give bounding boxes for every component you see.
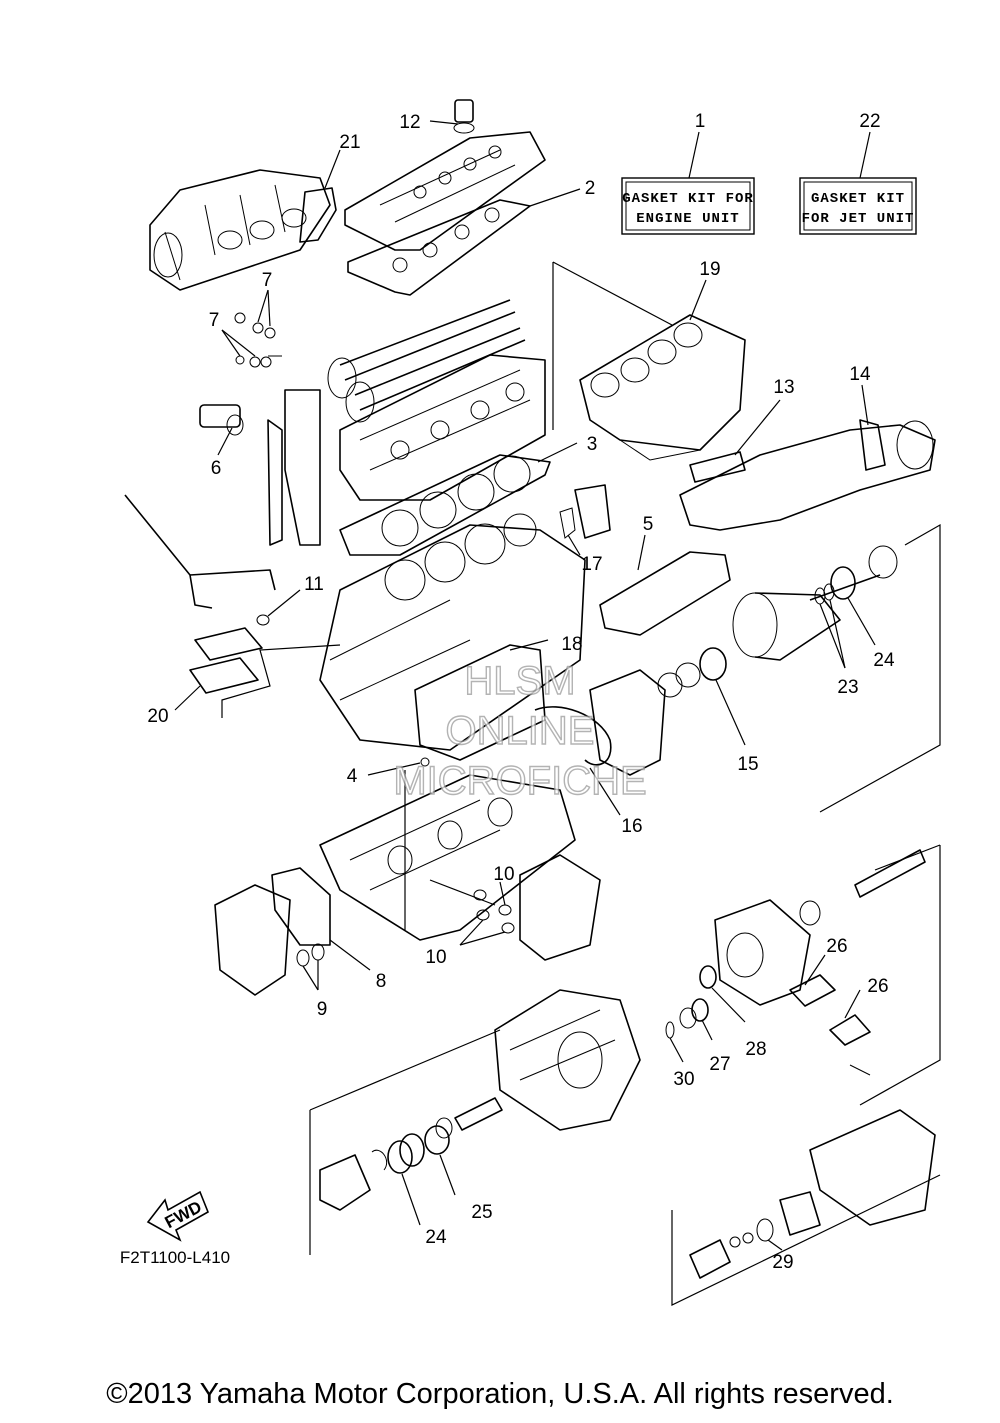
chain-guide bbox=[267, 419, 283, 546]
callout-27: 27 bbox=[709, 1054, 730, 1075]
watermark: HLSM ONLINE MICROFICHE bbox=[393, 658, 648, 803]
callout-9: 9 bbox=[317, 999, 328, 1020]
callout-2: 2 bbox=[585, 178, 596, 199]
callout-29: 29 bbox=[772, 1252, 793, 1273]
watermark-line2: ONLINE bbox=[446, 709, 595, 753]
jet-kit-line2: FOR JET UNIT bbox=[802, 211, 915, 227]
callout-5: 5 bbox=[643, 514, 654, 535]
nozzle-housing-drawing bbox=[809, 1109, 936, 1226]
callout-1: 1 bbox=[695, 111, 706, 132]
bolts-washers-drawing bbox=[234, 312, 282, 368]
part-27-seal bbox=[691, 998, 709, 1022]
part-26-gasket-b bbox=[829, 1014, 871, 1046]
callout-20: 20 bbox=[147, 706, 168, 727]
callout-10a: 10 bbox=[493, 864, 514, 885]
callout-21: 21 bbox=[339, 132, 360, 153]
part-16-oring bbox=[534, 706, 612, 766]
callout-3: 3 bbox=[587, 434, 598, 455]
callout-12: 12 bbox=[399, 112, 420, 133]
oil-dipstick bbox=[124, 494, 213, 609]
part-4-dowel bbox=[420, 757, 430, 767]
part-18-gasket bbox=[414, 644, 546, 761]
impeller-cap-drawing bbox=[779, 1191, 821, 1236]
impeller-shaft bbox=[854, 849, 926, 898]
callout-7a: 7 bbox=[262, 270, 273, 291]
intake-manifold-drawing bbox=[149, 169, 337, 291]
right-bracket-lower bbox=[859, 845, 941, 1106]
part-25-seal bbox=[424, 1125, 450, 1155]
watermark-line1: HLSM bbox=[464, 659, 575, 703]
exhaust-manifold-drawing bbox=[579, 314, 746, 461]
part-24-seal-lower bbox=[387, 1140, 413, 1174]
callout-24b: 24 bbox=[425, 1227, 447, 1248]
drive-housing-drawing bbox=[494, 989, 641, 1131]
callout-26a: 26 bbox=[826, 936, 847, 957]
cylinder-head-cover-drawing bbox=[344, 99, 546, 251]
watermark-line3: MICROFICHE bbox=[393, 759, 646, 803]
callout-19: 19 bbox=[699, 259, 720, 280]
head-gasket-drawing bbox=[339, 454, 551, 556]
side-cover-drawing bbox=[214, 884, 291, 996]
callout-13: 13 bbox=[773, 377, 794, 398]
part-8-gasket bbox=[271, 867, 331, 946]
callout-22: 22 bbox=[859, 111, 880, 132]
crankcase-drawing bbox=[319, 774, 576, 941]
drive-shaft bbox=[454, 1097, 503, 1131]
part-26-gasket-a bbox=[789, 974, 836, 1007]
timing-chain bbox=[284, 389, 321, 546]
part-10-orings bbox=[473, 889, 515, 934]
part-30-oring bbox=[665, 1021, 675, 1039]
callout-16: 16 bbox=[621, 816, 642, 837]
part-13-gasket bbox=[689, 451, 746, 483]
callout-4: 4 bbox=[347, 766, 358, 787]
engine-kit-line1: GASKET KIT FOR bbox=[622, 191, 754, 207]
part-15-seal bbox=[699, 647, 727, 681]
callout-24a: 24 bbox=[873, 650, 895, 671]
part-11-oring bbox=[256, 614, 270, 626]
cylinder-head-drawing bbox=[339, 354, 546, 501]
nozzle-cone-drawing bbox=[689, 1239, 731, 1279]
part-28-seal bbox=[699, 965, 717, 989]
callout-18: 18 bbox=[561, 634, 582, 655]
callout-10b: 10 bbox=[425, 947, 446, 968]
callout-7b: 7 bbox=[209, 310, 220, 331]
engine-kit-line2: ENGINE UNIT bbox=[636, 211, 739, 227]
fwd-arrow-icon: FWD bbox=[146, 1190, 210, 1242]
cylinder-block-drawing bbox=[319, 513, 586, 751]
jet-pump-housing-drawing bbox=[714, 899, 811, 1006]
callout-26b: 26 bbox=[867, 976, 888, 997]
output-housing-drawing bbox=[589, 669, 666, 776]
part-5-cover bbox=[599, 551, 731, 636]
exhaust-pipe-drawing bbox=[679, 419, 936, 531]
chain-tensioner-drawing bbox=[199, 404, 244, 436]
jet-kit-line1: GASKET KIT bbox=[811, 191, 905, 207]
callout-15: 15 bbox=[737, 754, 758, 775]
part-17-gasket bbox=[574, 484, 611, 539]
head-cover-gasket bbox=[347, 199, 531, 296]
callout-28: 28 bbox=[745, 1039, 766, 1060]
part-29-oring bbox=[756, 1218, 774, 1242]
callout-30: 30 bbox=[673, 1069, 694, 1090]
part-20-plate bbox=[194, 627, 263, 661]
callout-25: 25 bbox=[471, 1202, 492, 1223]
camshafts-drawing bbox=[327, 299, 526, 423]
callout-8: 8 bbox=[376, 971, 387, 992]
callout-23: 23 bbox=[837, 677, 858, 698]
coupler-drawing bbox=[319, 1154, 371, 1211]
callout-6: 6 bbox=[211, 458, 222, 479]
copyright-notice: ©2013 Yamaha Motor Corporation, U.S.A. A… bbox=[106, 1378, 894, 1410]
engine-gasket-kit-label: GASKET KIT FOR ENGINE UNIT 1 bbox=[621, 111, 755, 235]
part-24-seal-upper bbox=[830, 566, 856, 600]
callout-11: 11 bbox=[304, 574, 324, 595]
right-bracket-upper bbox=[819, 523, 941, 813]
jet-gasket-kit-label: GASKET KIT FOR JET UNIT 22 bbox=[799, 111, 917, 235]
figure-reference: F2T1100-L410 bbox=[120, 1248, 230, 1267]
oil-pump-drawing bbox=[519, 854, 601, 961]
callout-17: 17 bbox=[581, 554, 602, 575]
callout-14: 14 bbox=[849, 364, 871, 385]
output-shaft-drawing bbox=[732, 574, 881, 661]
